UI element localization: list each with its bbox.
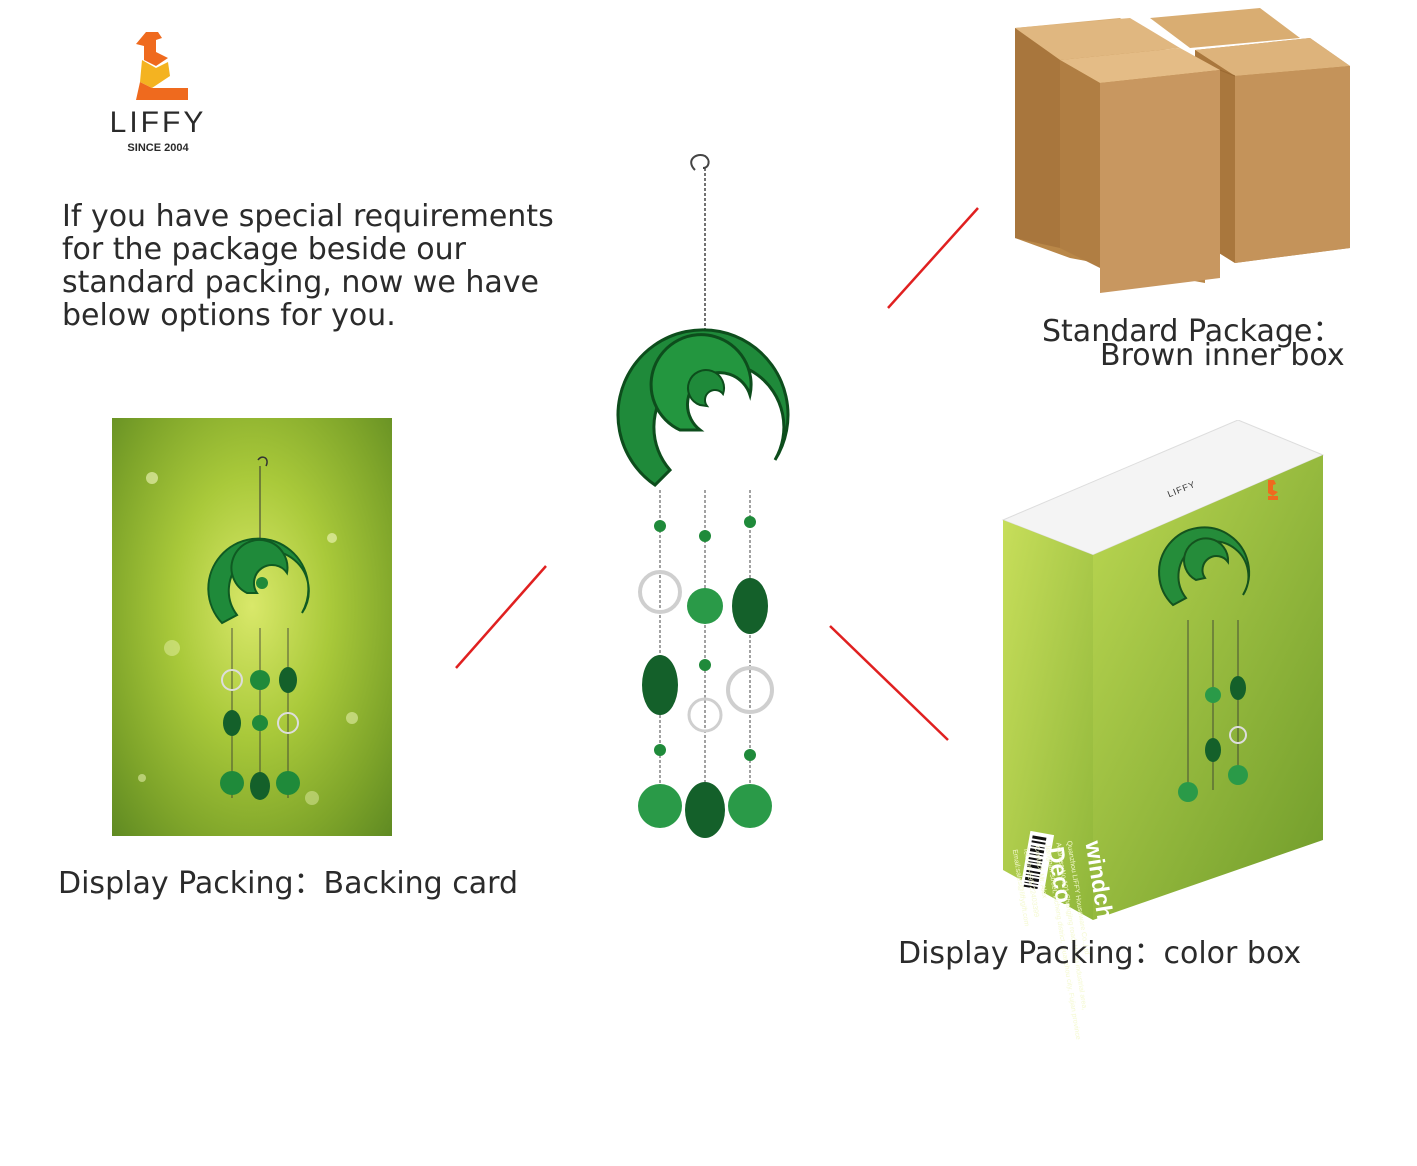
color-box-caption: Display Packing：color box (898, 936, 1302, 971)
connector-line-color-box (829, 625, 949, 741)
liffy-logo-mark-icon (136, 32, 188, 100)
standard-package-caption: Standard Package： (1042, 314, 1343, 349)
backing-card-caption: Display Packing：Backing card (58, 866, 518, 901)
liffy-logo: LIFFY SINCE 2004 (96, 24, 220, 164)
intro-paragraph: If you have special requirements for the… (62, 200, 562, 332)
color-box-image: LIFFY windchimes/ windbells Decorations … (998, 420, 1338, 1089)
wind-chime-product-image (605, 150, 805, 840)
connector-lines (455, 207, 979, 741)
brown-inner-box-caption: Brown inner box (1100, 338, 1345, 373)
logo-brand-text: LIFFY (109, 106, 207, 139)
intro-line: for the package beside our (62, 232, 466, 267)
backing-card-image (112, 418, 392, 836)
brown-inner-box-image (1010, 8, 1360, 293)
intro-line: standard packing, now we have (62, 265, 539, 300)
connector-line-standard (887, 207, 979, 309)
intro-line: below options for you. (62, 298, 396, 333)
intro-line: If you have special requirements (62, 199, 554, 234)
logo-since-text: SINCE 2004 (127, 142, 189, 154)
connector-line-backing-card (455, 565, 547, 669)
